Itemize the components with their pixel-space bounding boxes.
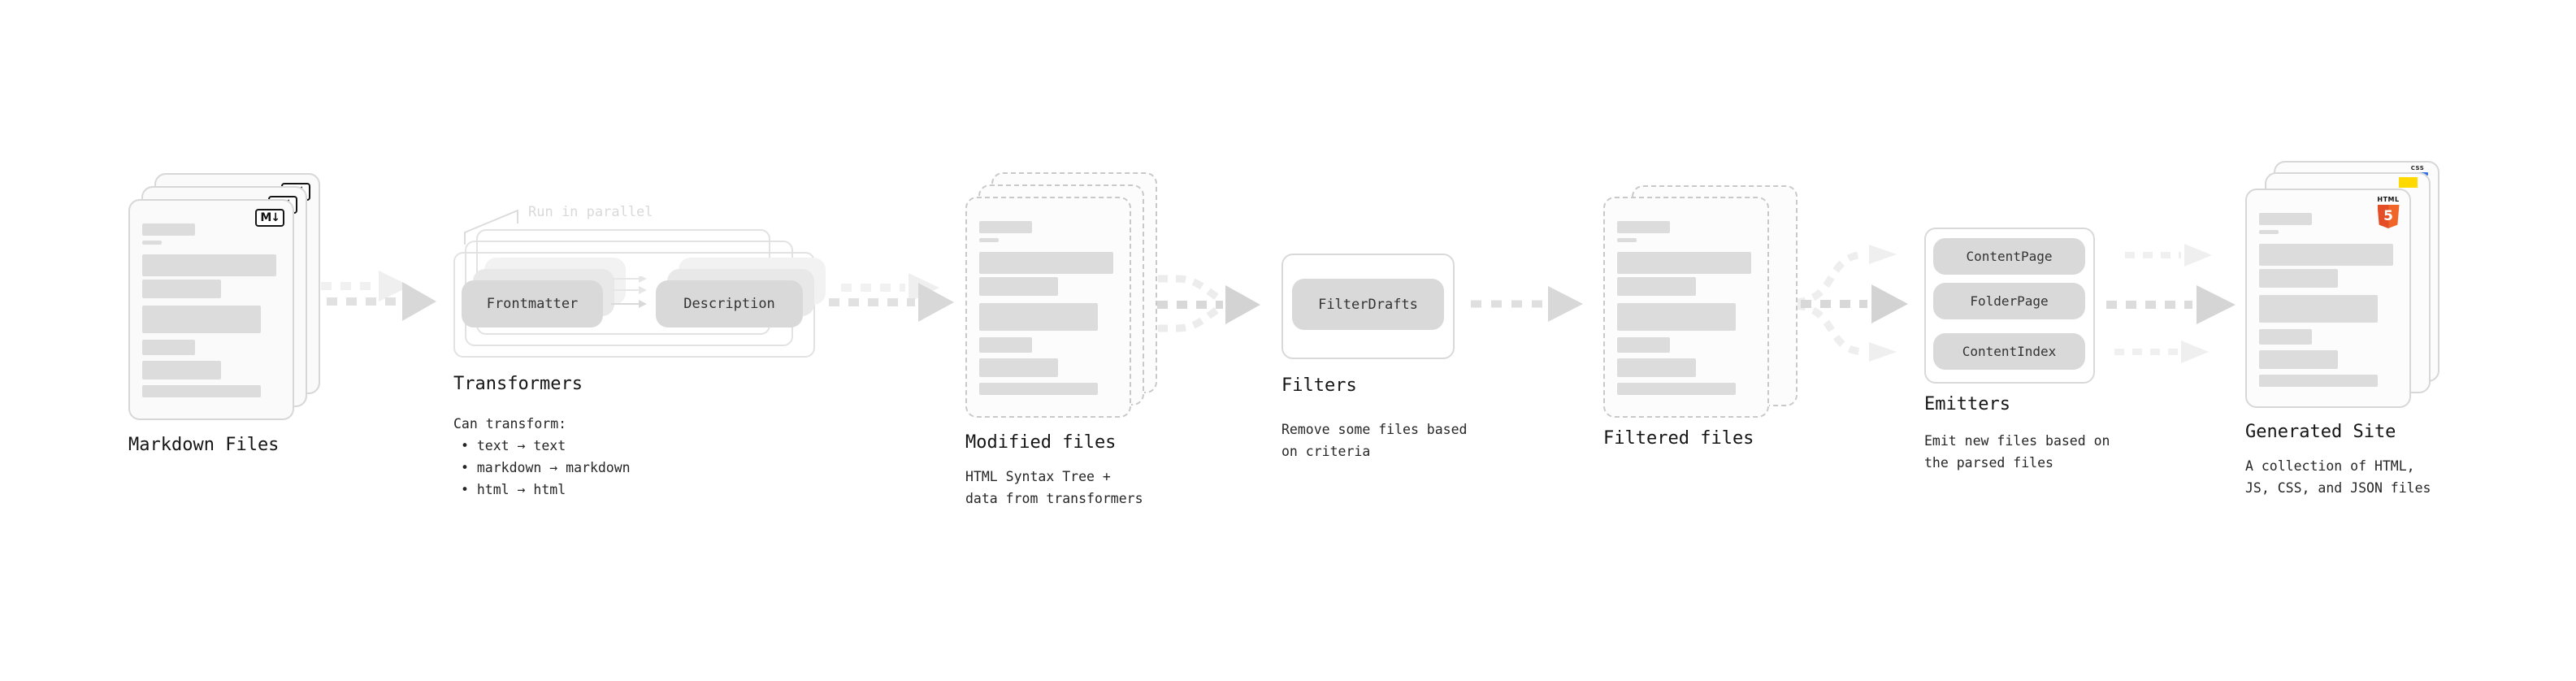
skeleton-line	[142, 340, 195, 355]
stage-transformers: Run in parallel Frontmatter Description …	[443, 199, 833, 508]
desc-line: the parsed files	[1924, 455, 2053, 471]
skeleton-line	[2259, 230, 2279, 234]
desc-line: JS, CSS, and JSON files	[2245, 480, 2431, 496]
skeleton-line	[979, 337, 1032, 353]
skeleton-lines	[2247, 190, 2409, 387]
skeleton-line	[979, 221, 1032, 233]
stage-title: Filters	[1281, 375, 1357, 396]
skeleton-line	[142, 254, 276, 276]
skeleton-line	[142, 361, 221, 380]
frontmatter-pill: Frontmatter	[462, 280, 603, 327]
arrow-transformers-to-modified	[829, 273, 954, 322]
skeleton-line	[2259, 269, 2338, 288]
parallel-label: Run in parallel	[528, 204, 653, 220]
skeleton-line	[142, 306, 262, 333]
description-pill: Description	[656, 280, 803, 327]
desc-line: Remove some files based	[1281, 422, 1468, 437]
file-card-dashed	[1603, 197, 1769, 418]
bullet-item: • html → html	[461, 482, 566, 497]
desc-line: A collection of HTML,	[2245, 458, 2415, 474]
desc-line: Emit new files based on	[1924, 433, 2110, 449]
skeleton-line	[979, 252, 1113, 274]
skeleton-line	[2259, 329, 2312, 345]
desc-line: data from transformers	[965, 491, 1143, 506]
stage-description: Emit new files based on the parsed files	[1924, 430, 2110, 474]
skeleton-line	[979, 383, 1099, 395]
skeleton-line	[1617, 358, 1696, 377]
arrow-markdown-to-transformers	[307, 271, 436, 321]
skeleton-line	[979, 358, 1058, 377]
bullet-item: • markdown → markdown	[461, 460, 631, 475]
stage-title: Filtered files	[1603, 428, 1754, 449]
stage-emitters: ContentPage FolderPage ContentIndex Emit…	[1924, 228, 2136, 488]
skeleton-line	[142, 385, 262, 397]
file-card-dashed	[965, 197, 1131, 418]
stage-title: Emitters	[1924, 394, 2010, 414]
skeleton-line	[979, 303, 1099, 331]
skeleton-line	[2259, 213, 2312, 225]
stage-title: Transformers	[453, 374, 583, 394]
skeleton-line	[142, 241, 162, 245]
skeleton-line	[2259, 295, 2379, 323]
desc-line: HTML Syntax Tree +	[965, 469, 1111, 484]
stage-modified-files: Modified files HTML Syntax Tree + data f…	[965, 172, 1164, 506]
skeleton-line	[1617, 238, 1637, 242]
skeleton-line	[2259, 375, 2379, 387]
skeleton-line	[1617, 337, 1670, 353]
contentpage-pill: ContentPage	[1933, 238, 2085, 275]
skeleton-line	[142, 280, 221, 298]
filterdrafts-pill: FilterDrafts	[1292, 279, 1444, 330]
stage-generated-site: CSS HTML 5 Generated Site A collection o…	[2245, 161, 2448, 502]
stage-title: Generated Site	[2245, 422, 2396, 442]
skeleton-line	[1617, 277, 1696, 296]
folderpage-pill: FolderPage	[1933, 283, 2085, 319]
skeleton-lines	[130, 201, 293, 397]
stage-title: Modified files	[965, 432, 1117, 453]
arrow-filters-to-filtered	[1471, 286, 1583, 322]
skeleton-line	[2259, 350, 2338, 369]
transformer-panel-front	[453, 252, 815, 358]
stage-title: Markdown Files	[128, 435, 280, 455]
skeleton-line	[1617, 221, 1670, 233]
stage-markdown-files: M↓ M↓ M↓ Markdown Files	[128, 173, 323, 466]
desc-line: on criteria	[1281, 444, 1371, 459]
file-card: HTML 5	[2245, 189, 2411, 408]
skeleton-line	[1617, 303, 1737, 331]
stage-description: Remove some files based on criteria	[1281, 419, 1467, 462]
file-card: M↓	[128, 199, 294, 420]
skeleton-lines	[967, 198, 1130, 395]
desc-heading: Can transform:	[453, 416, 567, 432]
js-badge	[2399, 177, 2418, 188]
skeleton-line	[979, 238, 999, 242]
html5-icon: HTML 5	[2376, 197, 2400, 228]
bullet-item: • text → text	[461, 438, 566, 453]
stage-filters: FilterDrafts Filters Remove some files b…	[1281, 254, 1485, 481]
skeleton-line	[2259, 244, 2393, 266]
contentindex-pill: ContentIndex	[1933, 333, 2085, 370]
skeleton-lines	[1605, 198, 1767, 395]
stage-description: Can transform: • text → text • markdown …	[453, 413, 631, 501]
stage-description: A collection of HTML, JS, CSS, and JSON …	[2245, 455, 2431, 499]
markdown-icon: M↓	[255, 209, 284, 227]
skeleton-line	[142, 223, 195, 236]
stage-description: HTML Syntax Tree + data from transformer…	[965, 466, 1143, 510]
stage-filtered-files: Filtered files	[1603, 185, 1802, 462]
skeleton-line	[1617, 252, 1751, 274]
skeleton-line	[1617, 383, 1737, 395]
css-badge-label: CSS	[2410, 165, 2425, 171]
skeleton-line	[979, 277, 1058, 296]
